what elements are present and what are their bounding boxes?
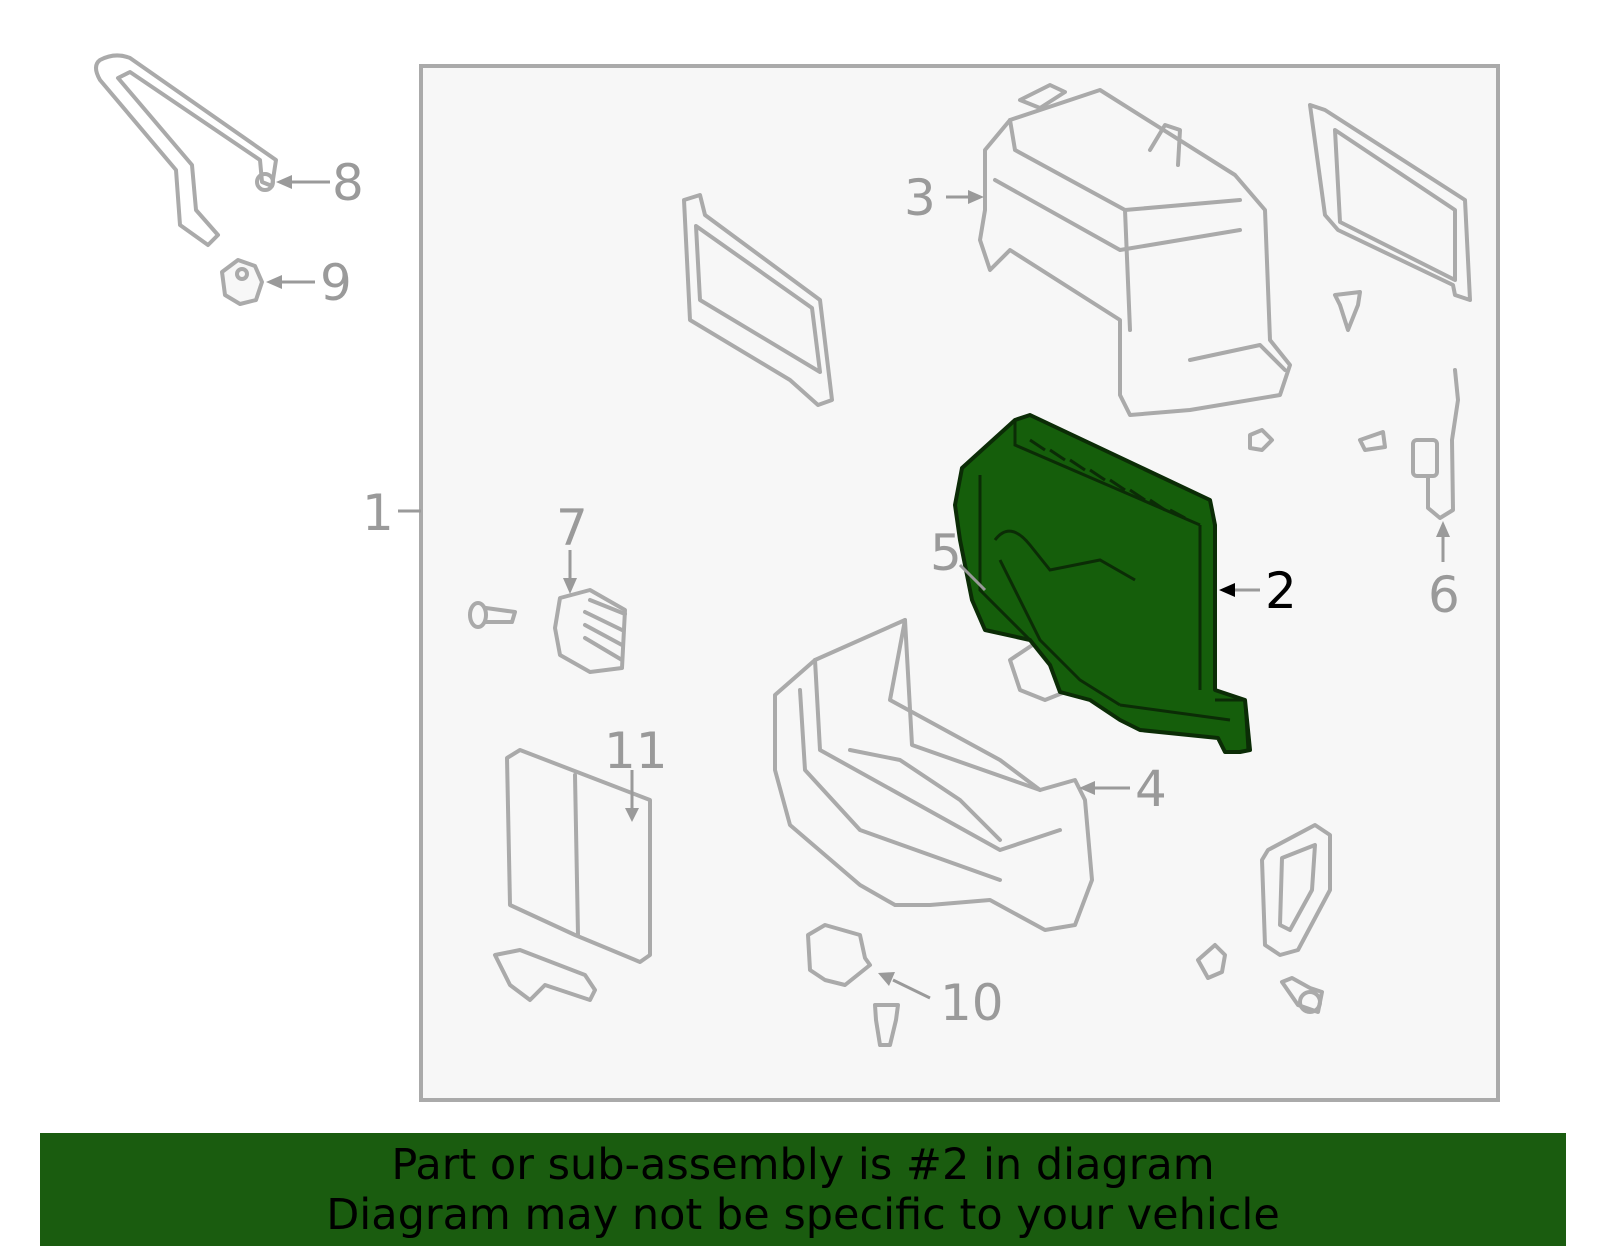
gasket-frame-right[interactable] — [1308, 103, 1472, 302]
screw-upper-right[interactable] — [1333, 290, 1362, 332]
callout-1: 1 — [362, 484, 394, 542]
part-11-filter[interactable] — [505, 748, 652, 964]
screw-lower-right[interactable] — [1280, 976, 1324, 1014]
callout-9: 9 — [320, 254, 352, 312]
part-4-lower-case[interactable] — [773, 618, 1094, 932]
part-3-upper-case[interactable] — [978, 83, 1292, 417]
callout-3: 3 — [904, 169, 936, 227]
callout-4: 4 — [1135, 760, 1167, 818]
callout-8: 8 — [332, 154, 364, 212]
banner-line-2: Diagram may not be specific to your vehi… — [326, 1189, 1280, 1240]
callout-7: 7 — [556, 499, 588, 557]
screw-part-7[interactable] — [468, 601, 517, 629]
seal-lower-right[interactable] — [1260, 823, 1332, 957]
part-7-resistor[interactable] — [553, 588, 627, 674]
callout-arrows — [266, 175, 1450, 1000]
banner-line-1: Part or sub-assembly is #2 in diagram — [391, 1139, 1215, 1190]
part-10-connector[interactable] — [806, 923, 872, 987]
screw-part-10[interactable] — [873, 1003, 900, 1047]
part-2-evaporator[interactable] — [953, 413, 1252, 754]
bracket-lower-right[interactable] — [1196, 943, 1227, 980]
assembly-frame — [419, 64, 1500, 1102]
callout-6: 6 — [1428, 566, 1460, 624]
gasket-frame-left[interactable] — [682, 193, 834, 407]
callout-5: 5 — [930, 524, 962, 582]
bracket-lower-left[interactable] — [493, 948, 597, 1002]
part-6-sensor[interactable] — [1411, 368, 1460, 520]
part-8-bracket[interactable] — [94, 53, 278, 247]
part-9-clip[interactable] — [220, 258, 264, 306]
callout-10: 10 — [940, 974, 1004, 1032]
callout-11: 11 — [604, 722, 668, 780]
info-banner: Part or sub-assembly is #2 in diagram Di… — [40, 1133, 1566, 1246]
clip-mid-right[interactable] — [1248, 428, 1387, 452]
callout-2: 2 — [1265, 562, 1297, 620]
